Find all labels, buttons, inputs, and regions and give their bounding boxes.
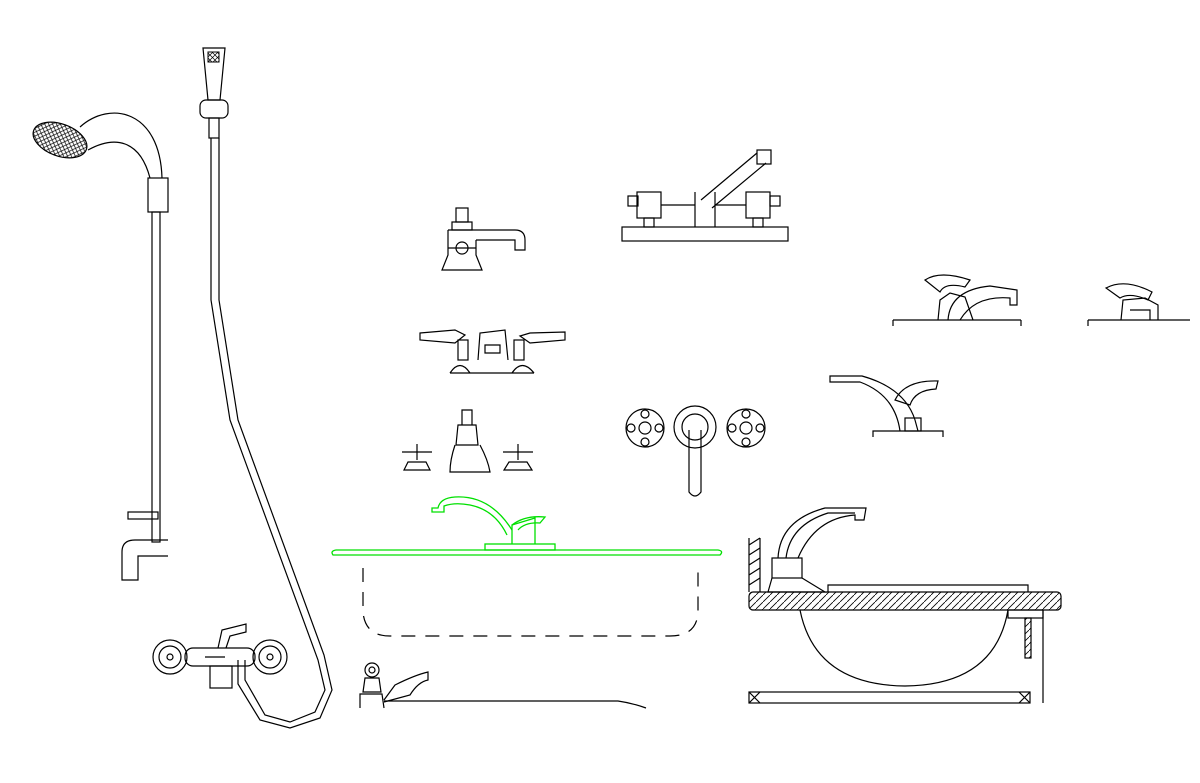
widespread-lever-faucet [419,329,566,374]
green-faucet-on-tub [331,496,723,556]
widespread-cross-handle-faucet [402,409,534,473]
single-lever-faucet-long-spout [829,375,944,437]
shower-head-icon [32,121,88,159]
single-lever-faucet-side [892,274,1022,326]
single-lever-faucet-small [1087,283,1190,326]
wall-valve-trim [625,405,766,497]
shower-set-wall-mounted [32,112,169,581]
bathtub-dashed-outline [362,568,699,637]
hand-shower-with-hose-and-mixer [152,47,333,729]
tub-spout [359,662,647,709]
bath-faucet-cross-handle [441,207,526,271]
sink-section-with-faucet [748,507,1062,704]
kitchen-bridge-faucet [621,149,789,242]
